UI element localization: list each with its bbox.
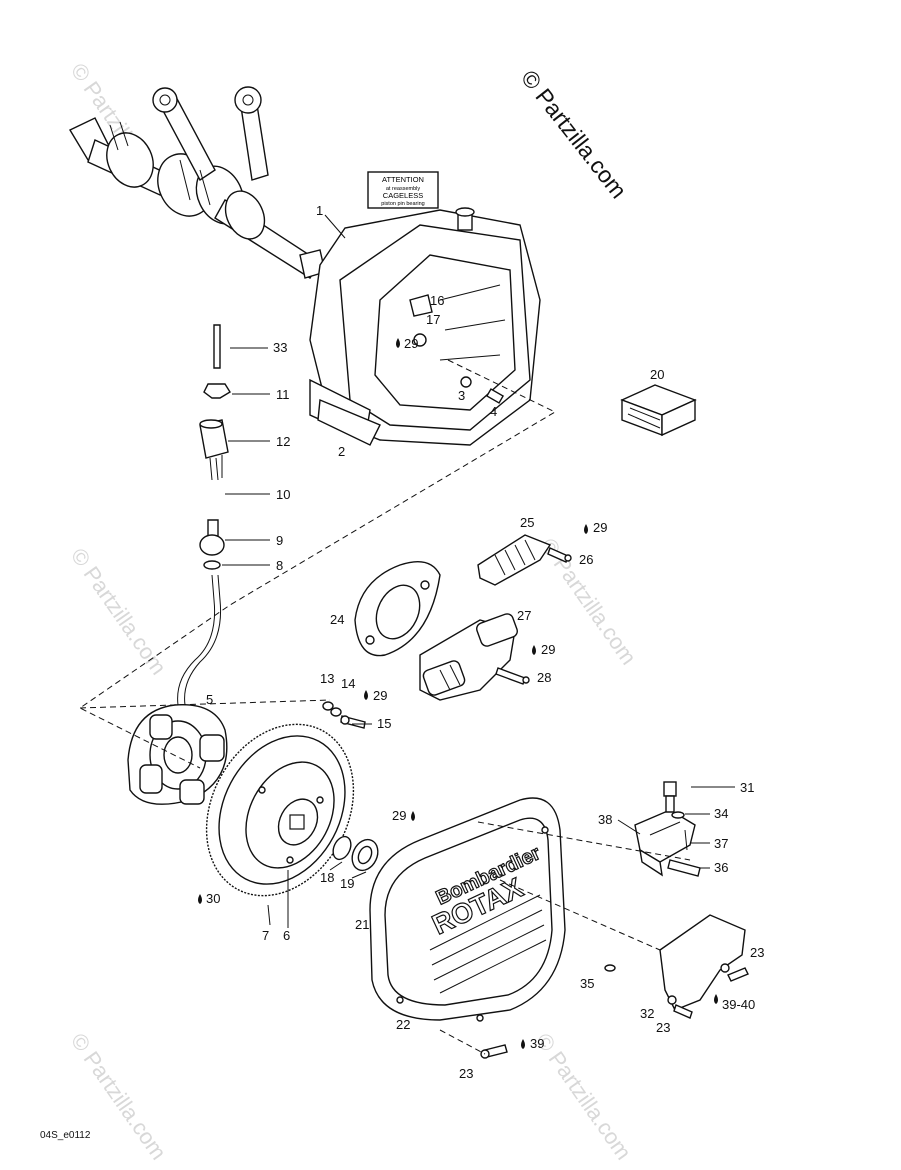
oil-drop-icon bbox=[714, 994, 718, 1004]
callout: 29 bbox=[593, 520, 607, 535]
magneto-cover-21: Bombardier ROTAX bbox=[369, 797, 566, 1022]
bracket-38 bbox=[634, 809, 696, 877]
callout: 39 bbox=[530, 1036, 544, 1051]
decal-line3: CAGELESS bbox=[383, 191, 423, 200]
oil-drop-icons bbox=[198, 338, 718, 1049]
callout: 23 bbox=[750, 945, 764, 960]
oil-drop-icon bbox=[198, 894, 202, 904]
stator-5 bbox=[127, 704, 228, 805]
watermark-main: © Partzilla.com bbox=[516, 65, 632, 203]
part-27-coil-bracket bbox=[419, 613, 530, 701]
oil-drop-icon bbox=[521, 1039, 525, 1049]
stator-plate-24 bbox=[354, 561, 441, 657]
callout: 18 bbox=[320, 870, 334, 885]
part-25-trigger-coil bbox=[477, 534, 572, 586]
oil-drop-icon bbox=[411, 811, 415, 821]
callout: 33 bbox=[273, 340, 287, 355]
watermark-faint: © Partzilla.com bbox=[531, 1029, 637, 1165]
callout: 7 bbox=[262, 928, 269, 943]
decal-line4: piston pin bearing bbox=[381, 201, 424, 207]
faint-watermarks: © Partzilla.com © Partzilla.com © Partzi… bbox=[66, 59, 642, 1165]
decal-line1: ATTENTION bbox=[382, 175, 424, 184]
seal-18-19 bbox=[332, 835, 379, 872]
callout: 6 bbox=[283, 928, 290, 943]
decal-line2: at reassembly bbox=[386, 186, 420, 192]
callout: 16 bbox=[430, 293, 444, 308]
oil-drop-icon bbox=[532, 645, 536, 655]
callout: 28 bbox=[537, 670, 551, 685]
diagram-code: 04S_e0112 bbox=[40, 1130, 91, 1141]
callout: 14 bbox=[341, 676, 355, 691]
oil-drop-icon bbox=[584, 524, 588, 534]
crankshaft bbox=[69, 86, 326, 279]
washers-bolt-13-15 bbox=[322, 701, 366, 729]
oil-drop-icon bbox=[396, 338, 400, 348]
callout: 35 bbox=[580, 976, 594, 991]
attention-decal: ATTENTION at reassembly CAGELESS piston … bbox=[367, 171, 439, 209]
callout: 22 bbox=[396, 1017, 410, 1032]
callout: 25 bbox=[520, 515, 534, 530]
callout: 4 bbox=[490, 404, 497, 419]
cover-plate-32 bbox=[604, 914, 749, 1019]
flywheel-ring-gear bbox=[205, 723, 355, 897]
callout: 24 bbox=[330, 612, 344, 627]
callout: 11 bbox=[276, 387, 290, 402]
callout: 20 bbox=[650, 367, 664, 382]
callout: 15 bbox=[377, 716, 391, 731]
callout-labels: 1 16 17 29 3 4 2 20 33 11 12 10 9 8 25 2… bbox=[206, 203, 764, 1081]
callout: 23 bbox=[459, 1066, 473, 1081]
callout: 13 bbox=[320, 671, 334, 686]
callout: 26 bbox=[579, 552, 593, 567]
callout: 10 bbox=[276, 487, 290, 502]
callout: 29 bbox=[373, 688, 387, 703]
callout: 36 bbox=[714, 860, 728, 875]
part-20-block bbox=[620, 384, 697, 437]
callout: 17 bbox=[426, 312, 440, 327]
callout: 38 bbox=[598, 812, 612, 827]
callout: 32 bbox=[640, 1006, 654, 1021]
callout: 5 bbox=[206, 692, 213, 707]
callout: 2 bbox=[338, 444, 345, 459]
callout: 29 bbox=[392, 808, 406, 823]
callout: 19 bbox=[340, 876, 354, 891]
sensor-stack bbox=[177, 324, 231, 706]
callout: 3 bbox=[458, 388, 465, 403]
callout: 9 bbox=[276, 533, 283, 548]
leader-lines bbox=[222, 214, 735, 928]
callout: 31 bbox=[740, 780, 754, 795]
hardware-31-34-37-36 bbox=[663, 781, 701, 877]
callout: 34 bbox=[714, 806, 728, 821]
callout: 29 bbox=[541, 642, 555, 657]
watermark-faint: © Partzilla.com bbox=[66, 544, 172, 680]
bolt-23-bottom bbox=[480, 1044, 508, 1059]
oil-drop-icon bbox=[364, 690, 368, 700]
callout: 27 bbox=[517, 608, 531, 623]
callout: 39-40 bbox=[722, 997, 755, 1012]
alignment-lines bbox=[79, 359, 691, 1055]
callout: 8 bbox=[276, 558, 283, 573]
callout: 21 bbox=[355, 917, 369, 932]
callout: 23 bbox=[656, 1020, 670, 1035]
callout: 37 bbox=[714, 836, 728, 851]
callout: 12 bbox=[276, 434, 290, 449]
watermark-faint: © Partzilla.com bbox=[66, 1029, 172, 1165]
callout: 1 bbox=[316, 203, 323, 218]
callout: 30 bbox=[206, 891, 220, 906]
magneto-housing bbox=[309, 207, 541, 446]
callout: 29 bbox=[404, 336, 418, 351]
